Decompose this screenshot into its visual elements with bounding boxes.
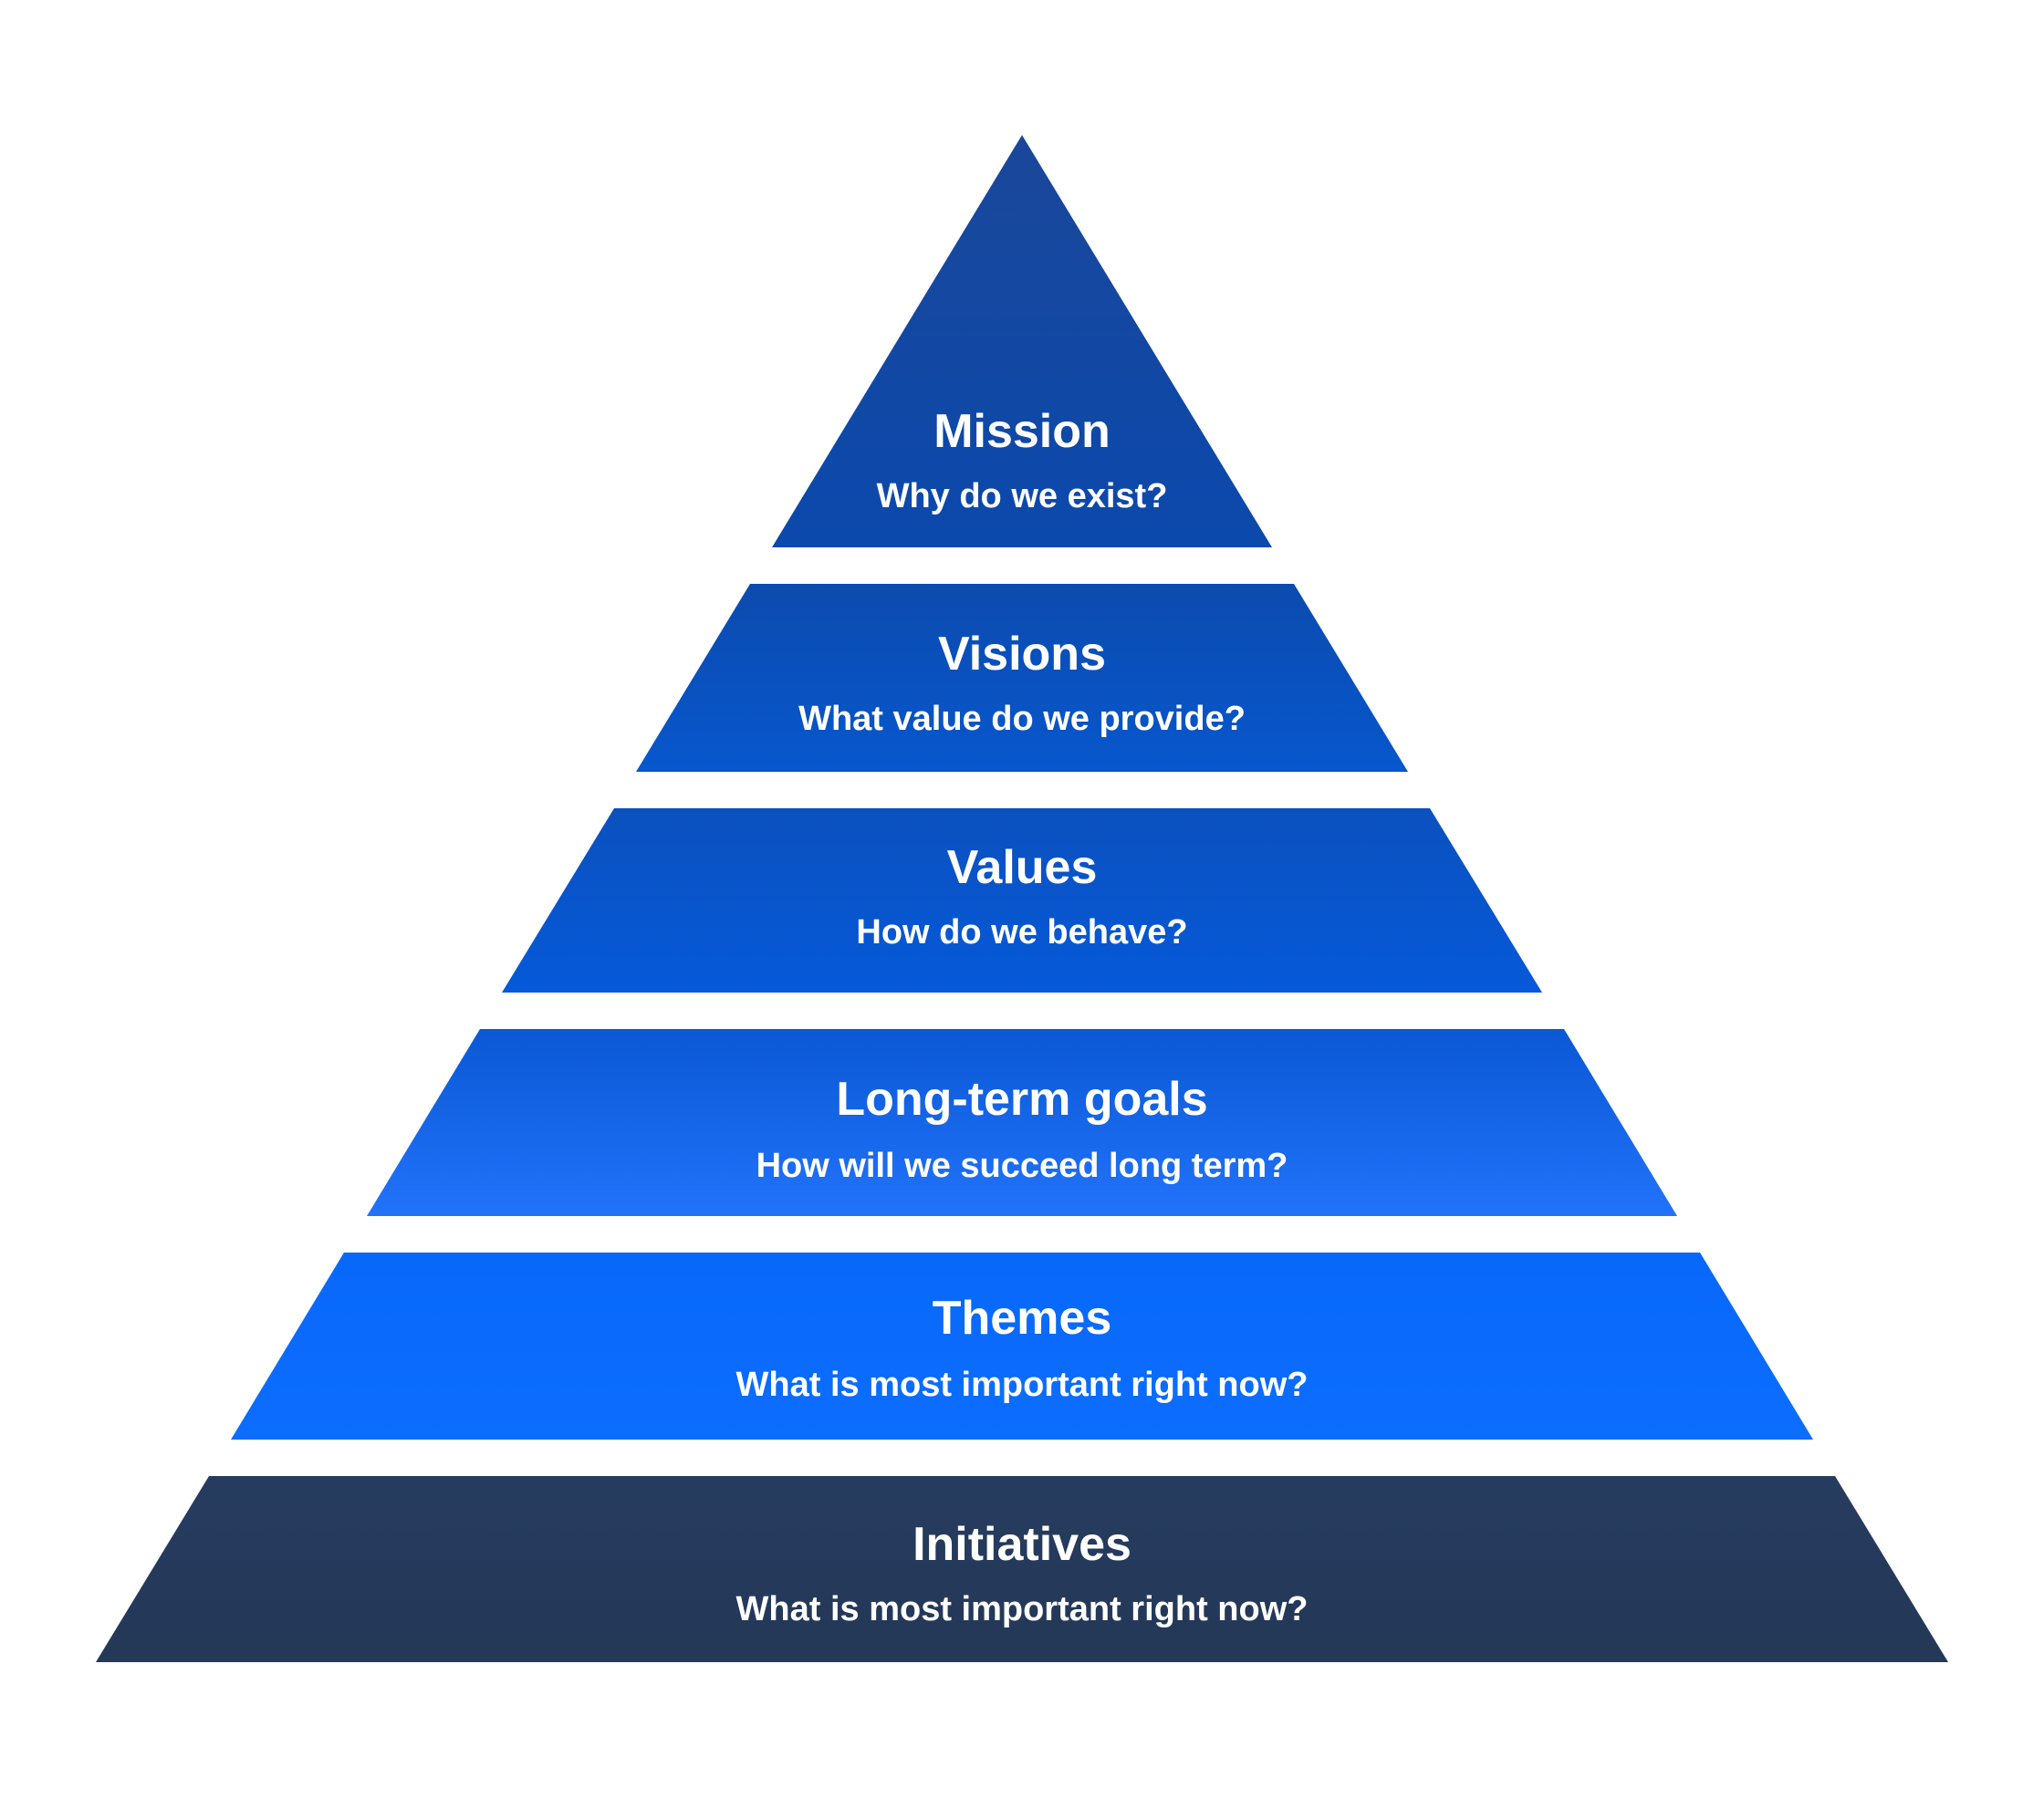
level-long-term-goals-title: Long-term goals xyxy=(836,1073,1207,1126)
level-themes-title: Themes xyxy=(933,1292,1112,1345)
level-values-shape xyxy=(502,808,1542,993)
level-values-subtitle: How do we behave? xyxy=(856,913,1187,951)
level-themes-subtitle: What is most important right now? xyxy=(736,1366,1309,1404)
level-values-title: Values xyxy=(947,841,1098,894)
pyramid-level-values: Values How do we behave? xyxy=(502,808,1542,993)
pyramid-level-initiatives: Initiatives What is most important right… xyxy=(96,1476,1948,1662)
level-long-term-goals-subtitle: How will we succeed long term? xyxy=(756,1147,1288,1185)
level-initiatives-title: Initiatives xyxy=(912,1518,1132,1571)
level-visions-subtitle: What value do we provide? xyxy=(798,700,1246,738)
level-mission-subtitle: Why do we exist? xyxy=(877,477,1168,515)
level-initiatives-shape xyxy=(96,1476,1948,1662)
level-initiatives-subtitle: What is most important right now? xyxy=(736,1590,1309,1628)
pyramid-level-long-term-goals: Long-term goals How will we succeed long… xyxy=(367,1029,1677,1216)
level-long-term-goals-shape xyxy=(367,1029,1677,1216)
level-visions-title: Visions xyxy=(938,628,1106,681)
pyramid-level-mission: Mission Why do we exist? xyxy=(772,135,1272,547)
level-themes-shape xyxy=(231,1253,1813,1440)
pyramid-level-visions: Visions What value do we provide? xyxy=(636,584,1408,772)
pyramid-level-themes: Themes What is most important right now? xyxy=(231,1253,1813,1440)
level-visions-shape xyxy=(636,584,1408,772)
level-mission-title: Mission xyxy=(933,405,1111,458)
level-mission-shape xyxy=(772,135,1272,547)
